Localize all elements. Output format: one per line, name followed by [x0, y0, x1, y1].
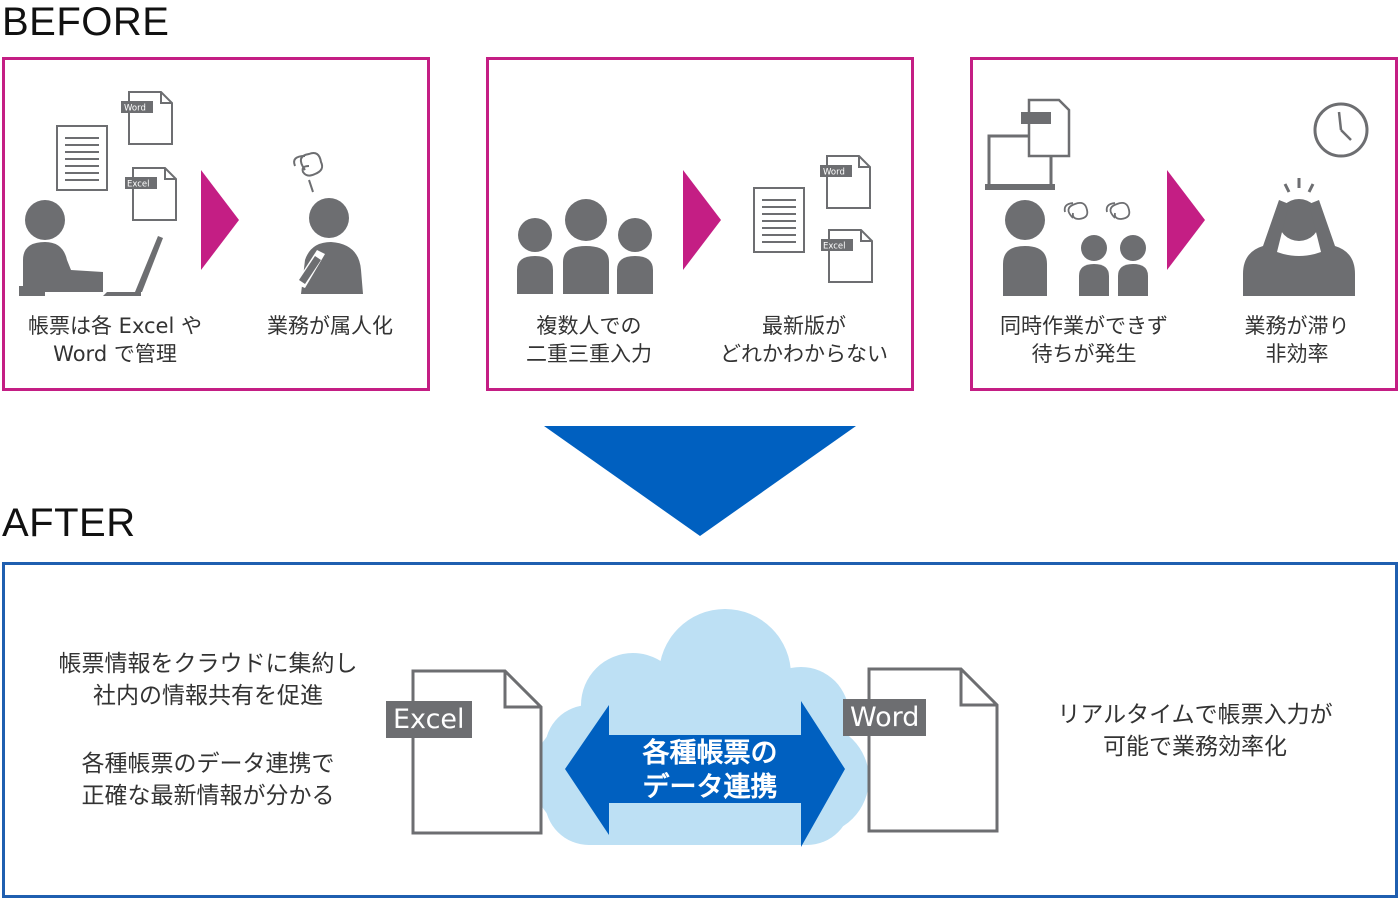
panel-3-right-caption: 業務が滞り 非効率: [1244, 314, 1350, 366]
thought-scribble-icon: [1063, 201, 1131, 220]
paper-document-icon: [56, 125, 108, 191]
before-panel-2: Word Excel 複数人での 二重三重入力 最新版が どれかわからない: [486, 57, 914, 391]
excel-file-icon: Excel: [125, 167, 177, 221]
bidirectional-arrow-icon: [565, 701, 845, 847]
right-arrow-icon: [201, 170, 239, 270]
after-illustration: [411, 609, 999, 847]
computer-monitor-icon: [985, 98, 1071, 190]
confused-person-icon: [293, 152, 363, 294]
excel-mini-tag: Excel: [127, 180, 150, 190]
word-document-icon: [867, 667, 999, 833]
group-of-people-icon: [517, 199, 653, 294]
transition-down-arrow: [544, 426, 856, 536]
panel-2-right-caption: 最新版が どれかわからない: [720, 314, 888, 366]
excel-file-icon: Excel: [821, 229, 873, 283]
excel-mini-tag: Excel: [823, 242, 846, 252]
after-panel: 帳票情報をクラウドに集約し 社内の情報共有を促進 各種帳票のデータ連携で 正確な…: [2, 562, 1398, 898]
excel-document-icon: [411, 669, 543, 835]
right-arrow-icon: [1167, 170, 1205, 270]
waiting-people-icon: [1003, 200, 1148, 296]
panel-2-illustration: Word Excel: [517, 155, 873, 294]
panel-1-left-caption: 帳票は各 Excel や Word で管理: [28, 314, 202, 366]
panel-1-right-caption: 業務が属人化: [267, 314, 393, 338]
word-file-icon: Word: [820, 155, 871, 209]
before-panel-1: Word Excel 帳票は各 Exc: [2, 57, 430, 391]
after-text-data-linkage: 各種帳票のデータ連携で 正確な最新情報が分かる: [81, 751, 335, 809]
paper-document-icon: [753, 187, 805, 253]
after-text-cloud-aggregation: 帳票情報をクラウドに集約し 社内の情報共有を促進: [58, 651, 358, 709]
panel-2-left-caption: 複数人での 二重三重入力: [526, 314, 652, 366]
word-mini-tag: Word: [124, 104, 146, 114]
after-text-realtime-input: リアルタイムで帳票入力が 可能で業務効率化: [1057, 702, 1333, 760]
cloud-data-linkage-label: 各種帳票の データ連携: [642, 738, 778, 803]
stressed-person-icon: [1243, 178, 1355, 296]
panel-1-illustration: Word Excel: [19, 91, 363, 296]
after-heading: AFTER: [2, 501, 136, 545]
word-file-icon: Word: [121, 91, 173, 145]
excel-tag: Excel: [386, 701, 472, 738]
clock-icon: [1313, 102, 1369, 158]
panel-3-left-caption: 同時作業ができず 待ちが発生: [1000, 314, 1168, 366]
before-heading: BEFORE: [2, 0, 170, 44]
right-arrow-icon: [683, 170, 721, 270]
before-panel-3: 同時作業ができず 待ちが発生 業務が滞り 非効率: [970, 57, 1398, 391]
word-tag: Word: [843, 699, 927, 736]
person-at-laptop-icon: [19, 200, 163, 296]
panel-3-illustration: [985, 98, 1369, 296]
word-mini-tag: Word: [823, 168, 845, 178]
